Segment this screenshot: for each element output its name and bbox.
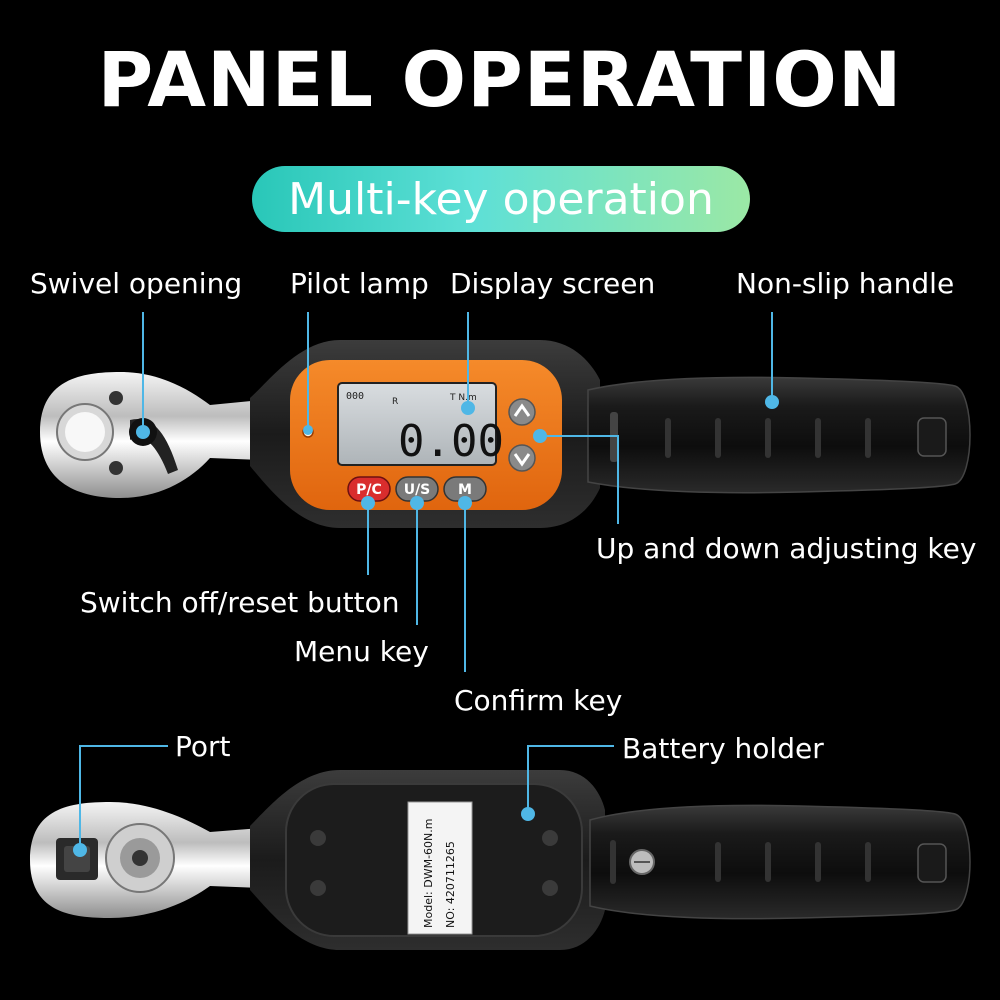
- ratchet-head: [40, 372, 262, 498]
- label-display-screen: Display screen: [450, 267, 656, 300]
- label-confirm-key: Confirm key: [454, 684, 623, 717]
- lcd-battery-text: 000: [346, 391, 364, 402]
- model-sticker: [407, 801, 473, 935]
- wrench-back: Model: DWM-60N.m NO: 420711265: [30, 770, 971, 950]
- page-title: PANEL OPERATION: [97, 35, 903, 124]
- wrench-front: 000 R T N.m 0.00 P/C U/S M: [40, 340, 971, 528]
- lcd-unit-text: T N.m: [449, 393, 477, 403]
- us-button-label: U/S: [404, 482, 431, 498]
- lcd-screen: [337, 382, 497, 466]
- label-port: Port: [175, 730, 231, 763]
- down-key[interactable]: [508, 444, 536, 472]
- label-menu-key: Menu key: [294, 635, 429, 668]
- label-swivel-opening: Swivel opening: [30, 267, 243, 300]
- up-key[interactable]: [508, 398, 536, 426]
- label-up-down-key: Up and down adjusting key: [596, 532, 977, 565]
- subtitle-pill: Multi-key operation: [252, 166, 750, 232]
- label-non-slip-handle: Non-slip handle: [736, 267, 955, 300]
- lcd-mode-text: R: [392, 397, 398, 407]
- lcd-reading: 0.00: [398, 416, 504, 467]
- non-slip-handle: [587, 376, 971, 494]
- label-switch-off-reset: Switch off/reset button: [80, 586, 400, 619]
- label-battery-holder: Battery holder: [622, 732, 824, 765]
- sticker-number: NO: 420711265: [444, 841, 457, 928]
- m-button-label: M: [458, 482, 472, 498]
- ratchet-head-back: [30, 802, 262, 918]
- handle-back: [589, 804, 971, 920]
- callout-dots: [73, 395, 779, 857]
- callout-lines: [79, 312, 773, 848]
- m-button[interactable]: M: [443, 476, 487, 502]
- display-body: 000 R T N.m 0.00: [250, 340, 600, 528]
- pc-button-label: P/C: [356, 482, 382, 498]
- battery-body: Model: DWM-60N.m NO: 420711265: [250, 770, 605, 950]
- label-pilot-lamp: Pilot lamp: [290, 267, 429, 300]
- sticker-model: Model: DWM-60N.m: [422, 819, 435, 928]
- us-button[interactable]: U/S: [395, 476, 439, 502]
